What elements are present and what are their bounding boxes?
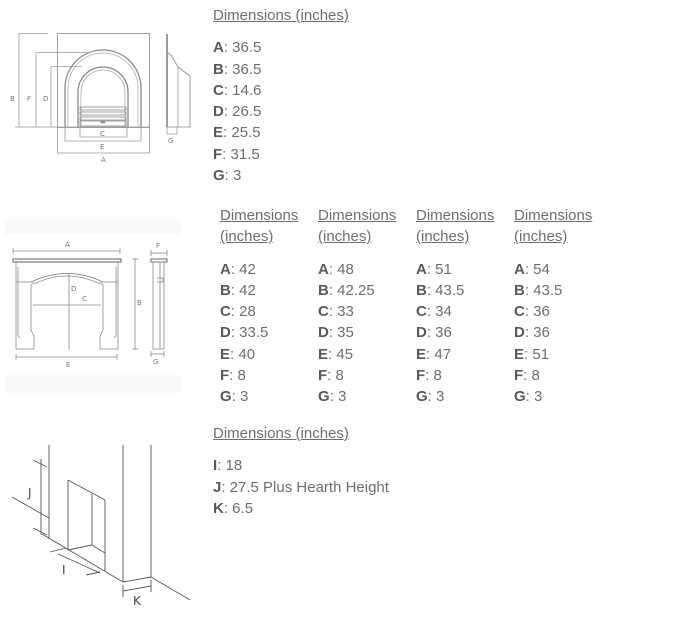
diagram-label-a: A: [101, 156, 106, 164]
dimension-row-i: I: 18: [213, 457, 243, 475]
diagram-label-g: G: [153, 358, 158, 366]
dimension-row-g: G: 3: [213, 167, 242, 185]
dimension-row-b: B: 42.25: [318, 281, 375, 299]
dimension-row-g: G: 3: [318, 388, 347, 406]
diagram-label-f: F: [156, 242, 160, 250]
dimension-row-b: B: 43.5: [514, 281, 563, 299]
dimension-row-e: E: 51: [514, 345, 550, 363]
wall-opening-diagram: J I K: [0, 420, 210, 630]
mantel-surround-diagram: A D C B E F G: [0, 210, 200, 400]
dimension-row-f: F: 31.5: [213, 145, 260, 163]
dimension-row-a: A: 51: [416, 260, 452, 278]
dimension-row-e: E: 47: [416, 345, 452, 363]
dimension-row-a: A: 54: [514, 260, 550, 278]
dimensions-column-2: Dimensions (inches) A: 48 B: 42.25 C: 33…: [318, 205, 416, 408]
dimensions-table-wall-opening: Dimensions (inches) I: 18 J: 27.5 Plus H…: [213, 423, 389, 519]
diagram-label-k: K: [133, 594, 142, 608]
dimensions-header-unit: (inches): [514, 228, 568, 246]
dimension-row-c: C: 36: [514, 303, 550, 321]
dimension-row-b: B: 42: [220, 281, 256, 299]
dimensions-header: Dimensions: [416, 207, 495, 224]
dimension-row-a: A: 48: [318, 260, 354, 278]
dimensions-header-unit: (inches): [416, 228, 470, 246]
dimension-row-b: B: 36.5: [213, 60, 262, 78]
dimension-row-d: D: 35: [318, 324, 354, 342]
dimensions-table-arched-insert: Dimensions (inches) A: 36.5 B: 36.5 C: 1…: [213, 5, 349, 186]
dimension-row-d: D: 33.5: [220, 324, 269, 342]
dimension-row-c: C: 34: [416, 303, 452, 321]
dimension-row-a: A: 42: [220, 260, 256, 278]
dimension-row-c: C: 33: [318, 303, 354, 321]
arched-insert-diagram: B F D C E A G: [0, 0, 200, 200]
diagram-label-b: B: [137, 299, 142, 307]
diagram-label-e: E: [66, 361, 70, 369]
dimension-row-b: B: 43.5: [416, 281, 465, 299]
dimension-row-g: G: 3: [514, 388, 543, 406]
dimensions-header: Dimensions: [220, 207, 299, 224]
diagram-label-c: C: [100, 130, 105, 138]
diagram-label-b: B: [10, 95, 15, 103]
diagram-label-j: J: [27, 486, 32, 500]
diagram-label-a: A: [65, 241, 70, 249]
dimension-row-c: C: 14.6: [213, 81, 262, 99]
dimension-row-k: K: 6.5: [213, 499, 254, 517]
dimension-row-f: F: 8: [514, 367, 540, 385]
dimensions-column-3: Dimensions (inches) A: 51 B: 43.5 C: 34 …: [416, 205, 514, 408]
dimension-row-e: E: 40: [220, 345, 256, 363]
dimension-row-c: C: 28: [220, 303, 256, 321]
diagram-label-d: D: [43, 95, 48, 103]
dimensions-column-1: Dimensions (inches) A: 42 B: 42 C: 28 D:…: [220, 205, 318, 408]
dimension-row-j: J: 27.5 Plus Hearth Height: [213, 478, 389, 496]
dimension-row-d: D: 26.5: [213, 103, 262, 121]
dimensions-header: Dimensions: [514, 207, 593, 224]
dimension-row-f: F: 8: [220, 367, 246, 385]
dimension-row-d: D: 36: [416, 324, 452, 342]
dimension-row-e: E: 25.5: [213, 124, 261, 142]
dimensions-header: Dimensions (inches): [213, 425, 349, 442]
diagram-label-d: D: [71, 285, 76, 293]
dimensions-tables-mantel: Dimensions (inches) A: 42 B: 42 C: 28 D:…: [220, 205, 620, 410]
dimensions-header-unit: (inches): [318, 228, 372, 246]
dimension-row-f: F: 8: [318, 367, 344, 385]
diagram-label-f: F: [27, 95, 31, 103]
diagram-label-i: I: [62, 563, 66, 577]
dimension-row-f: F: 8: [416, 367, 442, 385]
dimension-row-d: D: 36: [514, 324, 550, 342]
diagram-label-g: G: [168, 137, 173, 145]
dimension-row-g: G: 3: [416, 388, 445, 406]
dimension-row-a: A: 36.5: [213, 39, 262, 57]
dimensions-header-unit: (inches): [220, 228, 274, 246]
dimensions-column-4: Dimensions (inches) A: 54 B: 43.5 C: 36 …: [514, 205, 612, 408]
dimension-row-e: E: 45: [318, 345, 354, 363]
dimensions-header: Dimensions: [318, 207, 397, 224]
dimension-row-g: G: 3: [220, 388, 249, 406]
diagram-label-e: E: [100, 143, 104, 151]
dimensions-header: Dimensions (inches): [213, 7, 349, 24]
diagram-label-c: C: [82, 295, 87, 303]
